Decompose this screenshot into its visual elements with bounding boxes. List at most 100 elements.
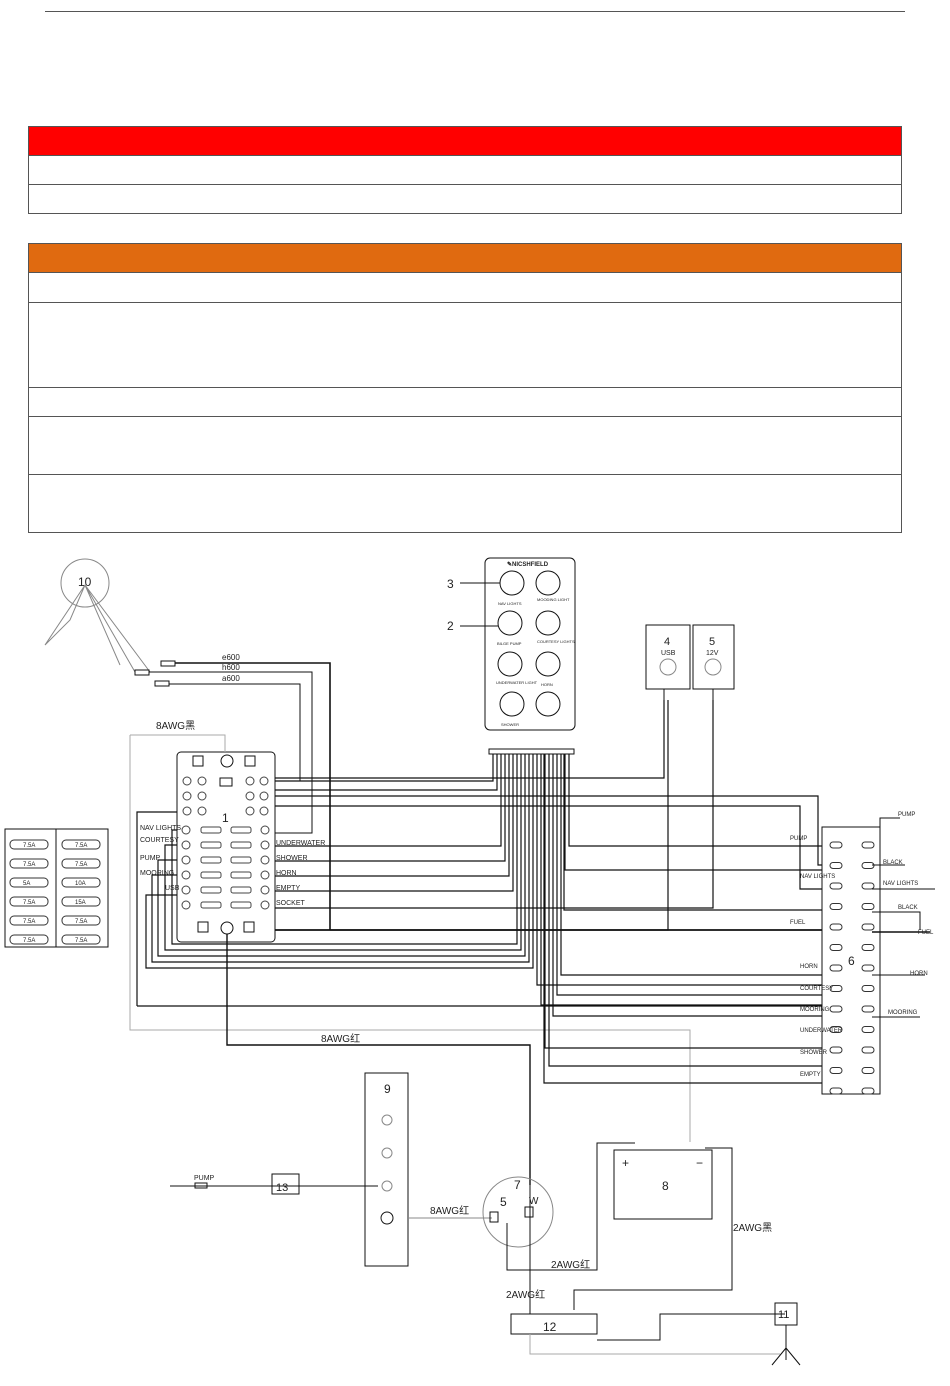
terminal-stud-left xyxy=(829,985,843,992)
fuse-rating-left: 7.5A xyxy=(23,900,35,906)
fusebox-screw xyxy=(259,806,269,816)
wiring-diagram: NAV LIGHTSCOURTESYPUMPMOORINGUSBUNDERWAT… xyxy=(4,557,935,1366)
switch-extra xyxy=(535,691,561,717)
terminal-stud-right xyxy=(861,1087,875,1095)
fusebox-right-label: UNDERWATER xyxy=(276,840,325,847)
fusebox-screw xyxy=(182,776,192,786)
fusebox-screw xyxy=(181,900,191,910)
fuse-slot xyxy=(200,901,222,909)
fuse-chart-fuse xyxy=(9,877,49,888)
fuse-chart-fuse xyxy=(61,934,101,945)
fuse-chart-fuse xyxy=(9,839,49,850)
socket-12v-label: 12V xyxy=(706,650,719,657)
warning-table xyxy=(28,126,902,214)
fuse-rating-left: 7.5A xyxy=(23,919,35,925)
harness-wire xyxy=(275,754,506,862)
nav-feed-wire xyxy=(136,811,177,1006)
fusebox-lamp xyxy=(219,777,233,787)
fusebox-screw xyxy=(181,840,191,850)
fuse-rating-left: 7.5A xyxy=(23,938,35,944)
terminal-stud-left xyxy=(829,944,843,951)
ground-return xyxy=(129,735,691,1142)
harness-wire xyxy=(536,754,822,986)
panel-label-shower: SHOWER xyxy=(501,722,519,727)
terminal-stud-left xyxy=(829,882,843,890)
terminal-left-label: UNDERWATER xyxy=(800,1028,843,1034)
terminal-stud-left xyxy=(829,923,843,931)
terminal-right-label: MOORING xyxy=(888,1010,918,1016)
harness-wire xyxy=(568,754,822,847)
fuse-chart-fuse xyxy=(61,858,101,869)
fusebox-left-label: PUMP xyxy=(140,855,161,862)
panel-label-courtesy: COURTESY LIGHTS xyxy=(537,639,575,644)
harness-wire xyxy=(544,754,822,1049)
terminal-left-label: FUEL xyxy=(790,920,806,926)
wire-label-8awg-red-2: 8AWG红 xyxy=(430,1204,469,1217)
terminal-stud-right xyxy=(861,1005,875,1013)
fusebox xyxy=(176,751,276,943)
terminal-left-label: COURTESY xyxy=(800,986,833,992)
fusebox-screw xyxy=(245,776,255,786)
ground-line xyxy=(529,1334,780,1355)
harness-wire xyxy=(540,754,822,1006)
fuse-chart-fuse xyxy=(9,934,49,945)
terminal-stud-right xyxy=(861,944,875,951)
terminal-stud-left xyxy=(829,1005,843,1013)
fusebox-left-label: NAV LIGHTS xyxy=(140,825,181,832)
label-11: 11 xyxy=(778,1309,789,1321)
usb-socket-hole xyxy=(659,658,677,676)
terminal-stud-left xyxy=(829,841,843,849)
label-5: 5 xyxy=(709,636,715,648)
black-out-2 xyxy=(872,911,921,930)
fusebox-screw xyxy=(181,855,191,865)
harness-connector xyxy=(488,748,575,755)
fusebox-out-wire xyxy=(275,795,822,866)
switch-bilge-pump xyxy=(497,610,523,636)
terminal-left-label: HORN xyxy=(800,964,818,970)
fusebox-screw xyxy=(181,825,191,835)
fusebox-screw xyxy=(182,791,192,801)
switch-horn xyxy=(535,651,561,677)
wire-label-2awg-red-2: 2AWG红 xyxy=(506,1288,545,1301)
socket-12v-box xyxy=(692,624,735,690)
empty-wire xyxy=(543,754,822,1084)
label-12: 12 xyxy=(543,1320,557,1334)
panel-brand: ✎NICSHFIELD xyxy=(507,561,549,568)
connector-a xyxy=(154,680,170,687)
terminal-stud-right xyxy=(861,903,875,910)
black-wire xyxy=(563,754,822,911)
fuse-chart-fuse xyxy=(9,915,49,926)
switch-term-b xyxy=(524,1206,534,1218)
fuse-slot xyxy=(200,871,222,879)
fusebox-screw xyxy=(260,825,270,835)
terminal-right-label: PUMP xyxy=(898,812,915,818)
fusebox-screw xyxy=(197,806,207,816)
fusebox-right-label: HORN xyxy=(276,870,297,877)
fusebox-screw xyxy=(197,776,207,786)
harness-wire xyxy=(275,754,510,877)
terminal-right-label: HORN xyxy=(910,971,928,977)
harness-wire xyxy=(151,754,530,963)
wire-label-a600: a600 xyxy=(222,674,240,683)
harness-wire xyxy=(556,754,822,996)
fuse-slot xyxy=(200,826,222,834)
connector-h xyxy=(134,669,150,676)
harness-wire xyxy=(275,754,502,847)
caution-table xyxy=(28,243,902,533)
pump-label: PUMP xyxy=(194,1175,215,1182)
harness-wire xyxy=(564,754,822,871)
busbar-hole xyxy=(381,1147,393,1159)
fusebox-screw xyxy=(182,806,192,816)
terminal-stud-right xyxy=(861,923,875,931)
nav-light-circle xyxy=(60,558,110,608)
fusebox-screw xyxy=(259,776,269,786)
battery-switch xyxy=(482,1176,554,1248)
battery-plus: + xyxy=(622,1156,629,1170)
terminal-left-label: PUMP xyxy=(790,836,807,842)
label-1: 1 xyxy=(222,811,229,825)
fuse-chart-fuse xyxy=(61,839,101,850)
fuse-slot xyxy=(230,871,252,879)
fusebox-stud-top xyxy=(220,754,234,768)
harness-wire xyxy=(275,754,494,782)
harness-wire xyxy=(552,754,822,1017)
